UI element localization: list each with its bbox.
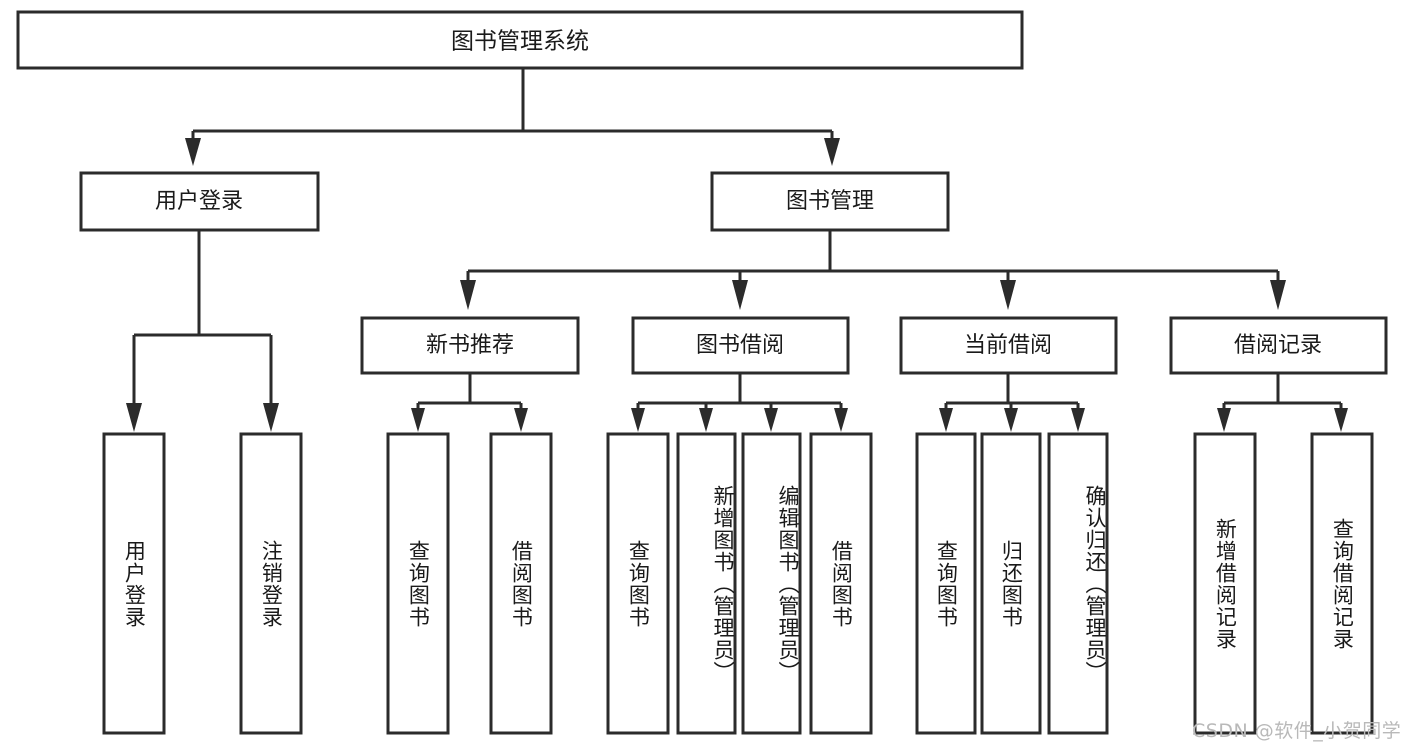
leaf-box-query-book-current[interactable] bbox=[915, 432, 977, 735]
arrow-head-icon bbox=[1270, 280, 1286, 310]
arrow-head-icon bbox=[699, 408, 713, 432]
arrow-head-icon bbox=[1000, 280, 1016, 310]
node-current-borrow-label: 当前借阅 bbox=[964, 333, 1052, 358]
node-root-box[interactable] bbox=[16, 10, 1024, 70]
arrow-head-icon bbox=[1004, 408, 1018, 432]
arrow-head-icon bbox=[1071, 408, 1085, 432]
node-user-login-label: 用户登录 bbox=[155, 189, 243, 214]
leaf-box-query-book-recommend[interactable] bbox=[386, 432, 450, 735]
watermark-text: CSDN @软件_小贺同学 bbox=[1192, 720, 1402, 742]
arrow-head-icon bbox=[1334, 408, 1348, 432]
arrow-head-icon bbox=[824, 138, 840, 166]
node-current-borrow[interactable]: 当前借阅 bbox=[899, 316, 1118, 375]
node-new-book-recommend[interactable]: 新书推荐 bbox=[360, 316, 580, 375]
node-book-management-label: 图书管理 bbox=[786, 189, 874, 214]
leaf-box-add-book-admin[interactable] bbox=[676, 432, 737, 735]
node-borrow-record[interactable]: 借阅记录 bbox=[1169, 316, 1388, 375]
arrow-head-icon bbox=[939, 408, 953, 432]
leaf-box-add-borrow-record[interactable] bbox=[1193, 432, 1257, 735]
node-user-login[interactable]: 用户登录 bbox=[79, 171, 320, 232]
leaf-box-return-book[interactable] bbox=[980, 432, 1042, 735]
arrow-head-icon bbox=[1217, 408, 1231, 432]
arrow-head-icon bbox=[460, 280, 476, 310]
node-current-borrow-box[interactable] bbox=[899, 316, 1118, 375]
connector-new-book-recommend-to-leaves bbox=[411, 373, 528, 432]
connector-current-borrow-to-leaves bbox=[939, 373, 1085, 432]
node-new-book-recommend-box[interactable] bbox=[360, 316, 580, 375]
arrow-head-icon bbox=[631, 408, 645, 432]
connector-book-borrow-to-leaves bbox=[631, 373, 848, 432]
node-book-management[interactable]: 图书管理 bbox=[710, 171, 950, 232]
arrow-head-icon bbox=[514, 408, 528, 432]
connector-root-to-level1 bbox=[185, 68, 840, 166]
leaf-box-borrow-book-recommend[interactable] bbox=[489, 432, 553, 735]
node-book-borrow-label: 图书借阅 bbox=[696, 333, 784, 358]
arrow-head-icon bbox=[185, 138, 201, 166]
node-new-book-recommend-label: 新书推荐 bbox=[426, 333, 514, 358]
arrow-head-icon bbox=[126, 403, 142, 432]
node-borrow-record-label: 借阅记录 bbox=[1234, 333, 1322, 358]
leaf-box-logout[interactable] bbox=[239, 432, 303, 735]
arrow-head-icon bbox=[834, 408, 848, 432]
node-book-borrow[interactable]: 图书借阅 bbox=[631, 316, 850, 375]
arrow-head-icon bbox=[732, 280, 748, 310]
leaf-box-query-borrow-record[interactable] bbox=[1310, 432, 1374, 735]
node-root-label: 图书管理系统 bbox=[451, 29, 589, 55]
leaf-box-user-login[interactable] bbox=[102, 432, 166, 735]
node-user-login-box[interactable] bbox=[79, 171, 320, 232]
leaf-box-query-book-borrow[interactable] bbox=[606, 432, 670, 735]
arrow-head-icon bbox=[411, 408, 425, 432]
leaf-box-edit-book-admin[interactable] bbox=[741, 432, 802, 735]
connector-borrow-record-to-leaves bbox=[1217, 373, 1348, 432]
arrow-head-icon bbox=[263, 403, 279, 432]
connector-user-login-to-leaves bbox=[126, 230, 279, 432]
node-root[interactable]: 图书管理系统 bbox=[16, 10, 1024, 70]
leaf-box-confirm-return-admin[interactable] bbox=[1047, 432, 1109, 735]
arrow-head-icon bbox=[764, 408, 778, 432]
connector-book-management-to-level2 bbox=[460, 230, 1286, 310]
leaf-box-borrow-book[interactable] bbox=[809, 432, 873, 735]
